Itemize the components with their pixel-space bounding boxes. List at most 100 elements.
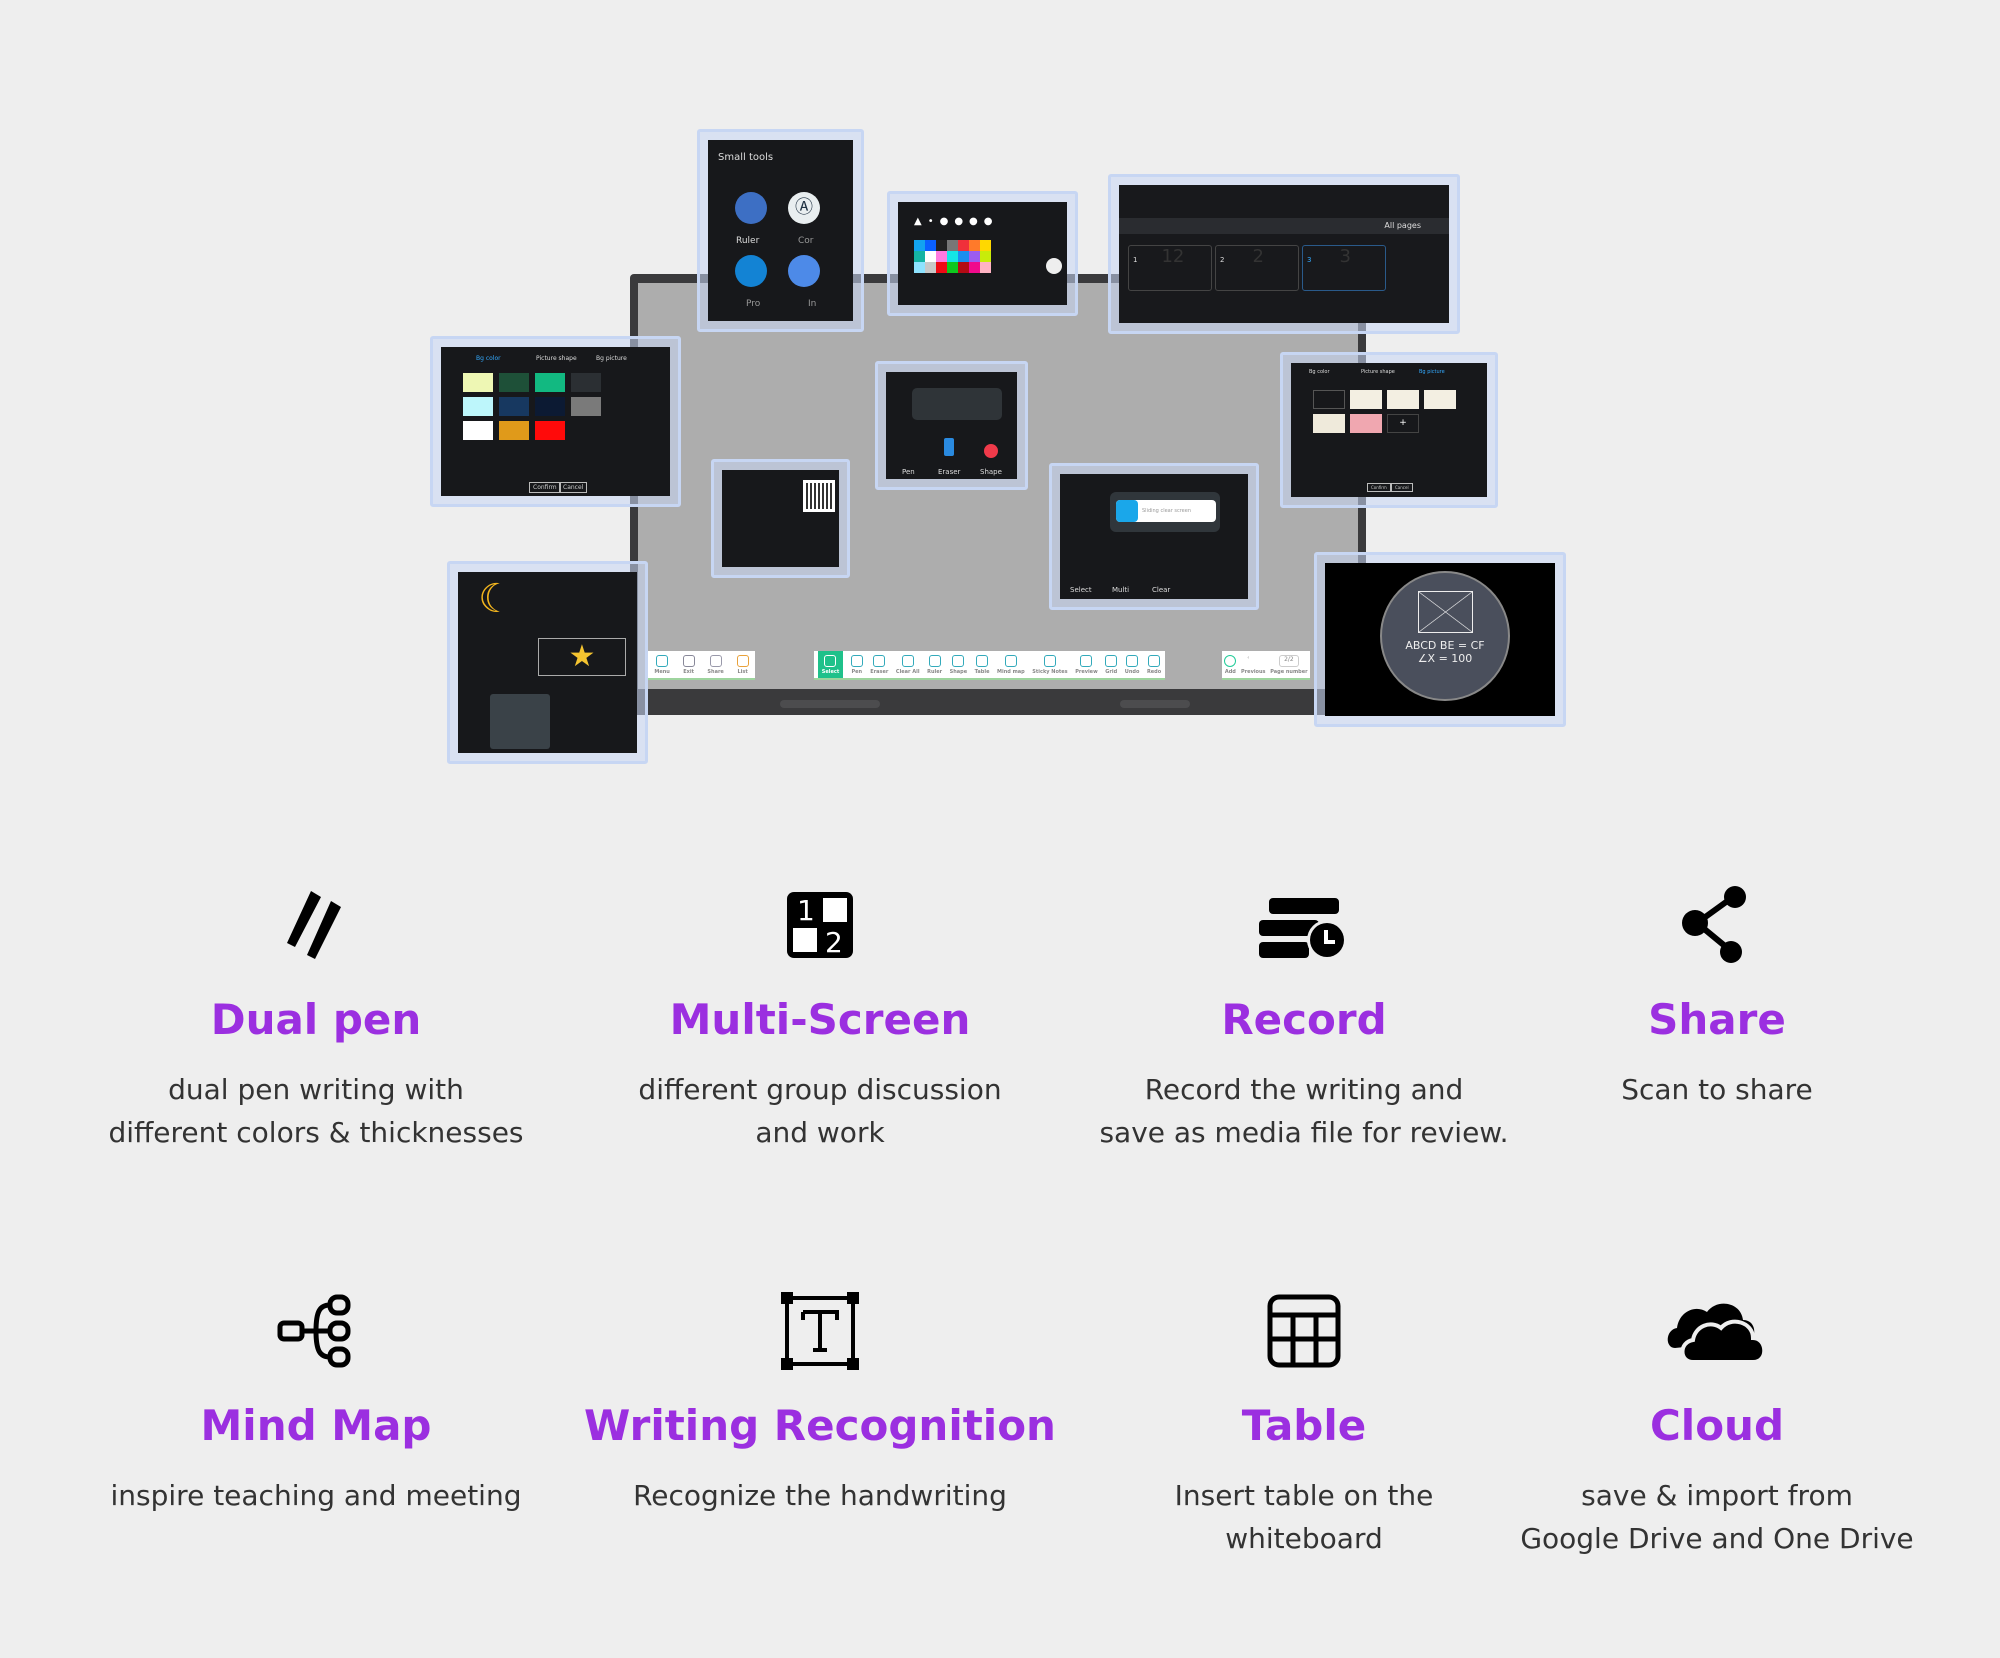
protractor-icon[interactable] [735,255,767,287]
tab-bg-color[interactable]: Bg color [476,355,501,362]
toolbar-item[interactable]: Grid [1105,654,1118,675]
sliding-clear-toggle[interactable]: Sliding clear screen [1116,500,1216,522]
tab-bg-color[interactable]: Bg color [1309,369,1330,375]
confirm-button[interactable]: Confirm [1367,483,1391,492]
color-swatch[interactable] [958,251,969,262]
color-swatch[interactable] [969,240,980,251]
share-qr-panel [711,459,850,578]
add-picture-button[interactable]: + [1387,414,1419,433]
geometry-drawing [1417,591,1473,633]
moon-sticker[interactable]: ☾ [478,576,514,622]
tab-bg-picture[interactable]: Bg picture [596,355,627,362]
eraser-options[interactable] [912,388,1002,420]
color-swatch[interactable] [947,251,958,262]
toolbar-item[interactable]: Mind map [997,654,1025,675]
toolbar-item[interactable]: Redo [1147,654,1161,675]
eraser-icon [944,438,954,456]
color-swatch[interactable] [958,240,969,251]
handwriting-line: ∠X = 100 [1417,652,1473,665]
feature-title: Mind Map [200,1401,432,1450]
tab-picture-shape[interactable]: Picture shape [536,355,577,362]
bg-color-swatch[interactable] [535,421,565,440]
clear-label[interactable]: Clear [1152,586,1171,594]
color-swatch[interactable] [925,240,936,251]
toolbar-item[interactable]: Preview [1075,654,1098,675]
tool-label: Pro [746,299,761,309]
tool-label: Ruler [736,236,760,246]
toolbar-label: Undo [1124,668,1140,675]
toolbar-item[interactable]: Shape [950,654,967,675]
bg-color-swatch[interactable] [571,373,601,392]
toolbar-previous[interactable]: ‹Previous [1241,654,1266,675]
toolbar-item[interactable]: Undo [1124,654,1140,675]
pen-label[interactable]: Pen [902,468,915,476]
color-swatch[interactable] [925,262,936,273]
magnifier-circle[interactable]: ABCD BE = CF ∠X = 100 [1380,571,1510,701]
color-swatch[interactable] [925,251,936,262]
toolbar-label: Table [974,668,990,675]
bg-color-swatch[interactable] [499,421,529,440]
color-swatch[interactable] [914,251,925,262]
confirm-button[interactable]: Confirm [529,482,561,493]
bg-color-swatch[interactable] [499,397,529,416]
toolbar-add[interactable]: Add [1224,654,1237,675]
select-label[interactable]: Select [1070,586,1092,594]
calculator-icon[interactable] [788,255,820,287]
color-swatch[interactable] [958,262,969,273]
cancel-button[interactable]: Cancel [1391,483,1413,492]
star-sticker[interactable]: ★ [538,638,626,676]
bg-color-swatch[interactable] [571,397,601,416]
bg-color-swatch[interactable] [535,373,565,392]
color-swatch[interactable] [936,240,947,251]
feature-title: Share [1648,995,1786,1044]
toolbar-item[interactable]: Pen [850,654,863,675]
toolbar-exit[interactable]: Exit [682,654,695,675]
ruler-icon[interactable] [735,192,767,224]
color-swatch[interactable] [914,240,925,251]
bg-color-swatch[interactable] [463,421,493,440]
toolbar-item[interactable]: Eraser [870,654,888,675]
multi-label[interactable]: Multi [1112,586,1130,594]
toolbar-item[interactable]: Select [817,651,844,678]
color-swatch[interactable] [947,262,958,273]
toolbar-share[interactable]: Share [707,654,724,675]
shape-label[interactable]: Shape [980,468,1002,476]
speaker-grille [1120,700,1190,708]
compass-icon[interactable]: Ⓐ [788,192,820,224]
sticker-picker[interactable] [490,694,550,749]
feature-title: Cloud [1649,1401,1785,1450]
palette-icon[interactable] [1046,258,1062,274]
tab-picture-shape[interactable]: Picture shape [1361,369,1395,375]
feature-desc: Google Drive and One Drive [1520,1522,1914,1555]
color-swatch[interactable] [980,262,991,273]
color-swatch[interactable] [914,262,925,273]
toolbar-item[interactable]: Clear All [896,654,920,675]
tab-bg-picture[interactable]: Bg picture [1419,369,1445,375]
color-swatch[interactable] [969,251,980,262]
toolbar-label: Pen [851,668,863,675]
toolbar-menu[interactable]: Menu [654,654,670,675]
bg-color-swatch[interactable] [499,373,529,392]
bg-color-swatch[interactable] [463,397,493,416]
cancel-button[interactable]: Cancel [559,482,588,493]
bg-color-swatch[interactable] [463,373,493,392]
toolbar-item[interactable]: Ruler [927,654,942,675]
toolbar-item[interactable]: Sticky Notes [1032,654,1068,675]
color-swatch[interactable] [980,240,991,251]
color-swatch[interactable] [947,240,958,251]
color-swatch[interactable] [936,251,947,262]
mind-map-icon [76,1286,556,1376]
thickness-dots[interactable]: ▲•●●●● [914,216,999,227]
eraser-label[interactable]: Eraser [938,468,961,476]
toolbar-list[interactable]: List [736,654,749,675]
feature-title: Table [1241,1401,1367,1450]
color-swatch[interactable] [936,262,947,273]
color-swatch[interactable] [969,262,980,273]
color-swatch[interactable] [980,251,991,262]
toolbar-item[interactable]: Table [974,654,990,675]
bg-color-swatch[interactable] [535,397,565,416]
